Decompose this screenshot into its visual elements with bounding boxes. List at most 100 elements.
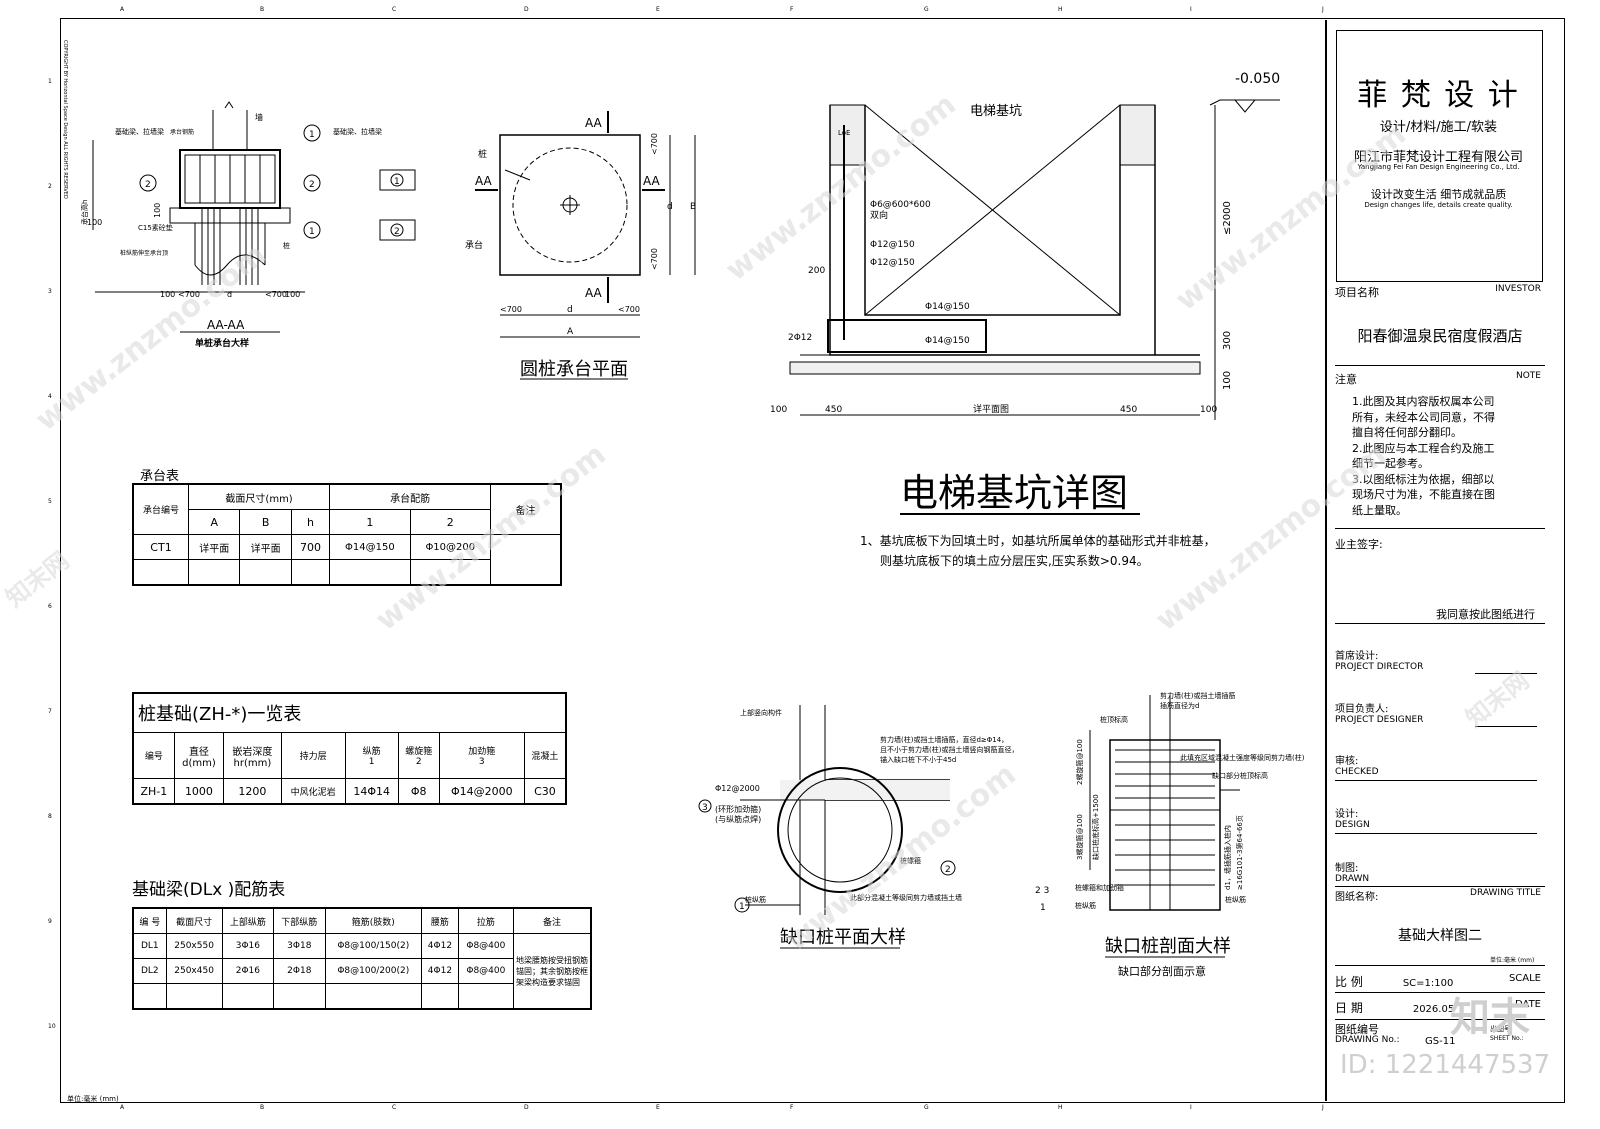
ruler-mark: E bbox=[656, 1104, 660, 1111]
dim-d: d bbox=[567, 305, 573, 315]
dim-700: <700 bbox=[650, 248, 659, 270]
note-line: 细节一起参考。 bbox=[1352, 457, 1429, 470]
dim-2000: ≤2000 bbox=[1222, 201, 1233, 235]
cap-table-caption: 承台表 bbox=[140, 469, 180, 484]
cell: 下部纵筋 bbox=[273, 907, 326, 934]
cell: 截面尺寸 bbox=[165, 907, 223, 934]
cell: 直径 d(mm) bbox=[173, 732, 225, 779]
ruler-mark: D bbox=[524, 1104, 529, 1111]
detail-title: AA-AA bbox=[207, 318, 245, 332]
section-mark: AA bbox=[585, 116, 603, 130]
pile-table-caption: 桩基础(ZH-*)一览表 bbox=[132, 692, 567, 733]
bar-label: 承台钢筋 bbox=[170, 128, 194, 136]
cell: 腰筋 bbox=[421, 907, 459, 934]
cell: 4Φ12 bbox=[421, 958, 459, 984]
date-value: 2026.05 bbox=[1412, 1004, 1455, 1015]
dim-a: A bbox=[567, 327, 574, 337]
cell: C30 bbox=[523, 778, 567, 805]
label: 制图: bbox=[1335, 863, 1359, 874]
ruler-mark: 2 bbox=[48, 183, 52, 190]
label: 缺口部分桩顶标高 bbox=[1212, 771, 1268, 780]
label: 桩纵筋 bbox=[1075, 901, 1096, 910]
notch-pile-plan: 上部竖向构件 剪力墙(柱)或挡土墙插筋，直径d≥Φ14， 且不小于剪力墙(柱)或… bbox=[698, 705, 1018, 949]
beam-table: 编 号 截面尺寸 上部纵筋 下部纵筋 箍筋(肢数) 腰筋 拉筋 备注 DL1 2… bbox=[132, 907, 592, 1010]
cell: ZH-1 bbox=[132, 778, 175, 805]
drawing-title-row: 图纸名称:DRAWING TITLE bbox=[1335, 888, 1541, 903]
ruler-mark: 7 bbox=[48, 708, 52, 715]
ruler-mark: D bbox=[524, 6, 529, 13]
company-en: Yangjiang Fei Fan Design Engineering Co.… bbox=[1357, 163, 1520, 171]
label-en: DATE bbox=[1514, 999, 1541, 1010]
elevator-pit-detail: 电梯基坑 -0.050 LoE Φ6@600*600 双向 Φ12@150 Φ1… bbox=[770, 71, 1280, 420]
label: 上部竖向构件 bbox=[740, 708, 782, 717]
ruler-mark: B bbox=[260, 1104, 265, 1111]
ruler-mark: B bbox=[260, 6, 265, 13]
ruler-mark: F bbox=[790, 1104, 794, 1111]
legend-num: 2 bbox=[394, 227, 400, 237]
circle-num: 1 bbox=[739, 902, 745, 912]
cell: Φ8@400 bbox=[457, 958, 515, 984]
project-name: 阳春御温泉民宿度假酒店 bbox=[1357, 327, 1523, 345]
company-logo-text: 菲 梵 设 计 bbox=[1357, 78, 1520, 113]
anchor-label: 桩纵筋伸至承台顶 bbox=[120, 249, 168, 257]
label-en: CHECKED bbox=[1335, 767, 1379, 777]
ruler-mark: 10 bbox=[48, 1023, 56, 1030]
note-line: 现场尺寸为准，不能直接在图 bbox=[1352, 488, 1495, 501]
label: Φ12@2000 bbox=[715, 784, 760, 793]
label: 项目负责人: bbox=[1335, 704, 1389, 715]
cell: 3Φ18 bbox=[273, 933, 326, 959]
dim-200: 200 bbox=[808, 266, 825, 276]
ruler-mark: G bbox=[924, 1104, 929, 1111]
label: 项目名称 bbox=[1335, 286, 1379, 299]
cell: 2Φ18 bbox=[273, 958, 326, 984]
label: 设计: bbox=[1335, 809, 1359, 820]
label: 3螺旋箍@100 bbox=[1075, 814, 1084, 860]
cell: 250x550 bbox=[165, 933, 223, 959]
cell: 3Φ16 bbox=[221, 933, 275, 959]
drawing-no: GS-11 bbox=[1425, 1036, 1456, 1047]
label: 桩纵筋 bbox=[745, 895, 766, 904]
cell: Φ14@150 bbox=[329, 534, 411, 560]
circle-num: 2 bbox=[945, 865, 951, 875]
rebar-label: Φ12@150 bbox=[870, 240, 915, 250]
cap-label: 承台 bbox=[465, 239, 483, 251]
rebar-legend: 1 2 bbox=[379, 169, 416, 241]
cell: 承台编号 bbox=[132, 483, 189, 535]
cell: 1000 bbox=[173, 778, 225, 805]
circle-num: 1 bbox=[368, 757, 375, 767]
cell: Φ8@100/150(2) bbox=[324, 933, 423, 959]
cell: 承台配筋 bbox=[329, 483, 491, 510]
watermark-brand: 知末 bbox=[1450, 995, 1530, 1041]
rebar-label: Φ6@600*600 bbox=[870, 200, 931, 210]
note-line: 擅自将任何部分翻印。 bbox=[1352, 426, 1462, 439]
cell: 2 bbox=[409, 509, 492, 535]
pile-table: 桩基础(ZH-*)一览表 编号 直径 d(mm) 嵌岩深度 hr(mm) 持力层… bbox=[132, 692, 567, 805]
cell: 2Φ16 bbox=[221, 958, 275, 984]
circle-num: 3 bbox=[478, 757, 485, 767]
cell: DL1 bbox=[132, 933, 167, 959]
label: 2螺旋箍@100 bbox=[1075, 739, 1084, 785]
cell: Φ8@400 bbox=[457, 933, 515, 959]
cell: 拉筋 bbox=[457, 907, 515, 934]
dim: 450 bbox=[825, 405, 842, 415]
elevator-note: 则基坑底板下的填土应分层压实,压实系数>0.94。 bbox=[880, 554, 1149, 568]
cell bbox=[490, 534, 562, 586]
rebar-label: 2Φ12 bbox=[788, 333, 812, 343]
label: 首席设计: bbox=[1335, 651, 1379, 662]
cell: h bbox=[290, 509, 331, 535]
loe-label: LoE bbox=[838, 129, 850, 137]
label: 桩螺箍和加劲箍 bbox=[1075, 883, 1124, 892]
cell-text: 加劲箍 bbox=[468, 747, 496, 757]
ruler-mark: J bbox=[1322, 1104, 1324, 1111]
cell: 混凝土 bbox=[523, 732, 567, 779]
slogan: 设计改变生活 细节成就品质 bbox=[1370, 188, 1507, 201]
cell: A bbox=[187, 509, 241, 535]
rebar-label: Φ14@150 bbox=[925, 336, 970, 346]
rebar-label: 双向 bbox=[870, 209, 888, 221]
label: d1，墙插筋插入桩内 bbox=[1223, 825, 1232, 890]
label: 图纸名称: bbox=[1335, 892, 1379, 903]
